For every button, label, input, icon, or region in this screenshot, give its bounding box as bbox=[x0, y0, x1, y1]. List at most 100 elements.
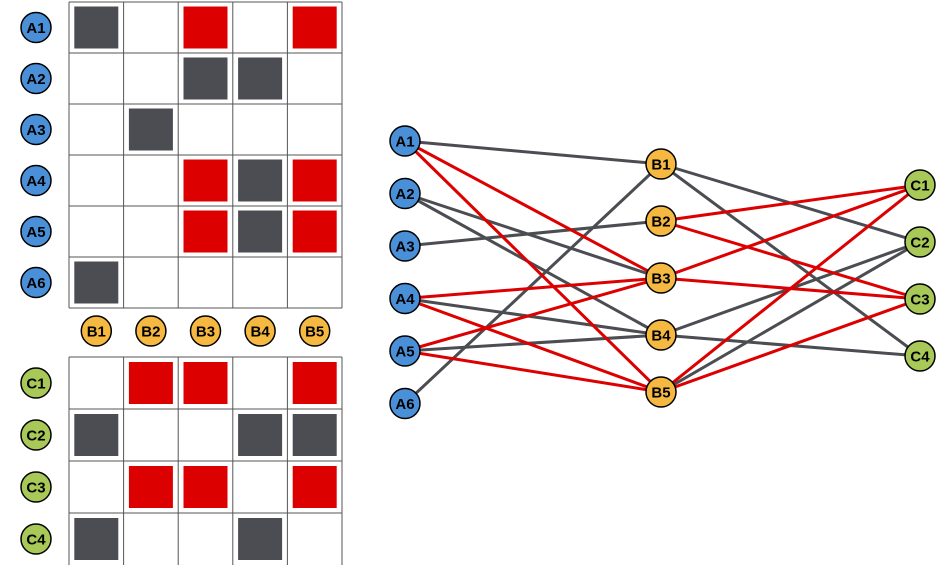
graph-node-a3: A3 bbox=[389, 230, 421, 262]
graph-node-a2: A2 bbox=[389, 177, 421, 210]
node-circle bbox=[645, 376, 677, 408]
node-circle bbox=[904, 340, 936, 372]
graph-node-b4: B4 bbox=[645, 319, 677, 351]
edge-a5-b5 bbox=[403, 349, 663, 394]
cell-a2-b4-gray bbox=[238, 57, 283, 100]
edge-b5-c3 bbox=[659, 297, 922, 394]
cell-c4-b4-gray bbox=[238, 518, 283, 560]
matrix-column-labels: B1 B2 B3 B4 B5 bbox=[80, 315, 331, 347]
graph-node-b5: B5 bbox=[645, 376, 677, 408]
node-label: B2 bbox=[141, 324, 160, 341]
node-circle bbox=[389, 230, 421, 262]
graph-node-a6: A6 bbox=[389, 387, 421, 420]
node-label: B3 bbox=[651, 271, 670, 288]
node-label: A1 bbox=[395, 134, 414, 151]
edge-b2-c1 bbox=[659, 183, 922, 223]
node-circle bbox=[645, 148, 677, 180]
edge-b5-c2 bbox=[659, 240, 922, 394]
graph-node-c3: C3 bbox=[904, 283, 936, 315]
node-circle bbox=[389, 177, 421, 210]
node-label: B4 bbox=[651, 328, 671, 345]
node-circle bbox=[904, 226, 936, 258]
node-circle bbox=[389, 282, 421, 315]
node-label: C1 bbox=[910, 178, 929, 195]
node-label: C2 bbox=[910, 235, 929, 252]
node-label: A2 bbox=[26, 71, 45, 88]
graph-node-a1: A1 bbox=[389, 125, 421, 157]
edge-a1-b5 bbox=[403, 139, 663, 394]
row-label-c4: C4 bbox=[20, 523, 52, 555]
node-label: A3 bbox=[26, 122, 45, 139]
edge-a1-b3 bbox=[403, 139, 663, 280]
graph-node-a5: A5 bbox=[389, 335, 421, 367]
node-label: C3 bbox=[910, 292, 929, 309]
row-label-a3: A3 bbox=[20, 113, 52, 146]
node-label: C4 bbox=[26, 532, 46, 549]
cell-a1-b3-red bbox=[183, 6, 228, 49]
node-circle bbox=[389, 335, 421, 367]
graph-node-c1: C1 bbox=[904, 169, 936, 201]
node-circle bbox=[389, 387, 421, 420]
row-label-a5: A5 bbox=[20, 215, 52, 248]
col-label-b1: B1 bbox=[80, 315, 113, 347]
node-label: B4 bbox=[251, 324, 271, 341]
edge-b3-c1 bbox=[659, 183, 922, 280]
node-circle bbox=[20, 215, 52, 248]
node-circle bbox=[645, 205, 677, 237]
edge-b2-c3 bbox=[659, 219, 922, 301]
cell-c3-b2-red bbox=[128, 466, 173, 508]
node-circle bbox=[645, 319, 677, 351]
edge-a6-b1 bbox=[403, 162, 663, 405]
node-label: A1 bbox=[26, 20, 45, 37]
col-label-b5: B5 bbox=[298, 315, 331, 347]
edge-a4-b5 bbox=[403, 297, 663, 394]
cell-c1-b2-red bbox=[128, 362, 173, 404]
col-label-b3: B3 bbox=[189, 315, 222, 347]
graph-node-a4: A4 bbox=[389, 282, 421, 315]
edge-a4-b3 bbox=[403, 276, 663, 300]
cell-c2-b1-gray bbox=[74, 414, 119, 456]
edge-a5-b3 bbox=[403, 276, 663, 353]
node-circle bbox=[20, 11, 52, 44]
node-circle bbox=[20, 266, 52, 299]
node-circle bbox=[189, 315, 222, 347]
cell-a3-b2-gray bbox=[128, 108, 173, 151]
node-label: A4 bbox=[395, 291, 415, 308]
cell-a2-b3-gray bbox=[183, 57, 228, 100]
row-label-c3: C3 bbox=[20, 471, 52, 503]
cell-c1-b5-red bbox=[292, 362, 337, 404]
node-label: B5 bbox=[305, 324, 324, 341]
node-circle bbox=[389, 125, 421, 157]
cell-c4-b1-gray bbox=[74, 518, 119, 560]
cell-a4-b3-red bbox=[183, 159, 228, 202]
node-circle bbox=[298, 315, 331, 347]
node-label: B1 bbox=[87, 324, 106, 341]
cell-c3-b3-red bbox=[183, 466, 228, 508]
edge-a2-b3 bbox=[403, 192, 663, 280]
node-circle bbox=[20, 471, 52, 503]
node-circle bbox=[904, 283, 936, 315]
node-label: B1 bbox=[651, 157, 670, 174]
edge-b5-c1 bbox=[659, 183, 922, 394]
node-circle bbox=[20, 523, 52, 555]
cell-a5-b3-red bbox=[183, 210, 228, 253]
row-label-c2: C2 bbox=[20, 419, 52, 451]
graph-node-b1: B1 bbox=[645, 148, 677, 180]
cell-a4-b4-gray bbox=[238, 159, 283, 202]
node-label: A3 bbox=[395, 239, 414, 256]
row-label-a6: A6 bbox=[20, 266, 52, 299]
node-circle bbox=[904, 169, 936, 201]
node-circle bbox=[80, 315, 113, 347]
col-label-b4: B4 bbox=[244, 315, 276, 347]
cell-c3-b5-red bbox=[292, 466, 337, 508]
graph-node-c2: C2 bbox=[904, 226, 936, 258]
node-label: A2 bbox=[395, 186, 414, 203]
edge-a5-b4 bbox=[403, 333, 663, 353]
row-label-a1: A1 bbox=[20, 11, 52, 44]
col-label-b2: B2 bbox=[135, 315, 167, 347]
node-label: C1 bbox=[26, 376, 45, 393]
node-circle bbox=[20, 367, 52, 399]
cell-a1-b5-red bbox=[292, 6, 337, 49]
